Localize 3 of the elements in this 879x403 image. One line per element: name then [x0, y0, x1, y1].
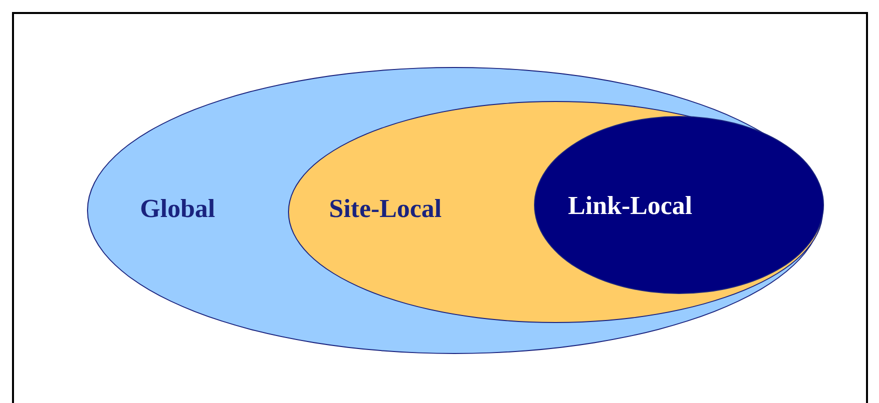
- region-label: Link-Local: [568, 191, 692, 221]
- region-label: Global: [140, 194, 216, 224]
- region-label: Site-Local: [329, 194, 442, 224]
